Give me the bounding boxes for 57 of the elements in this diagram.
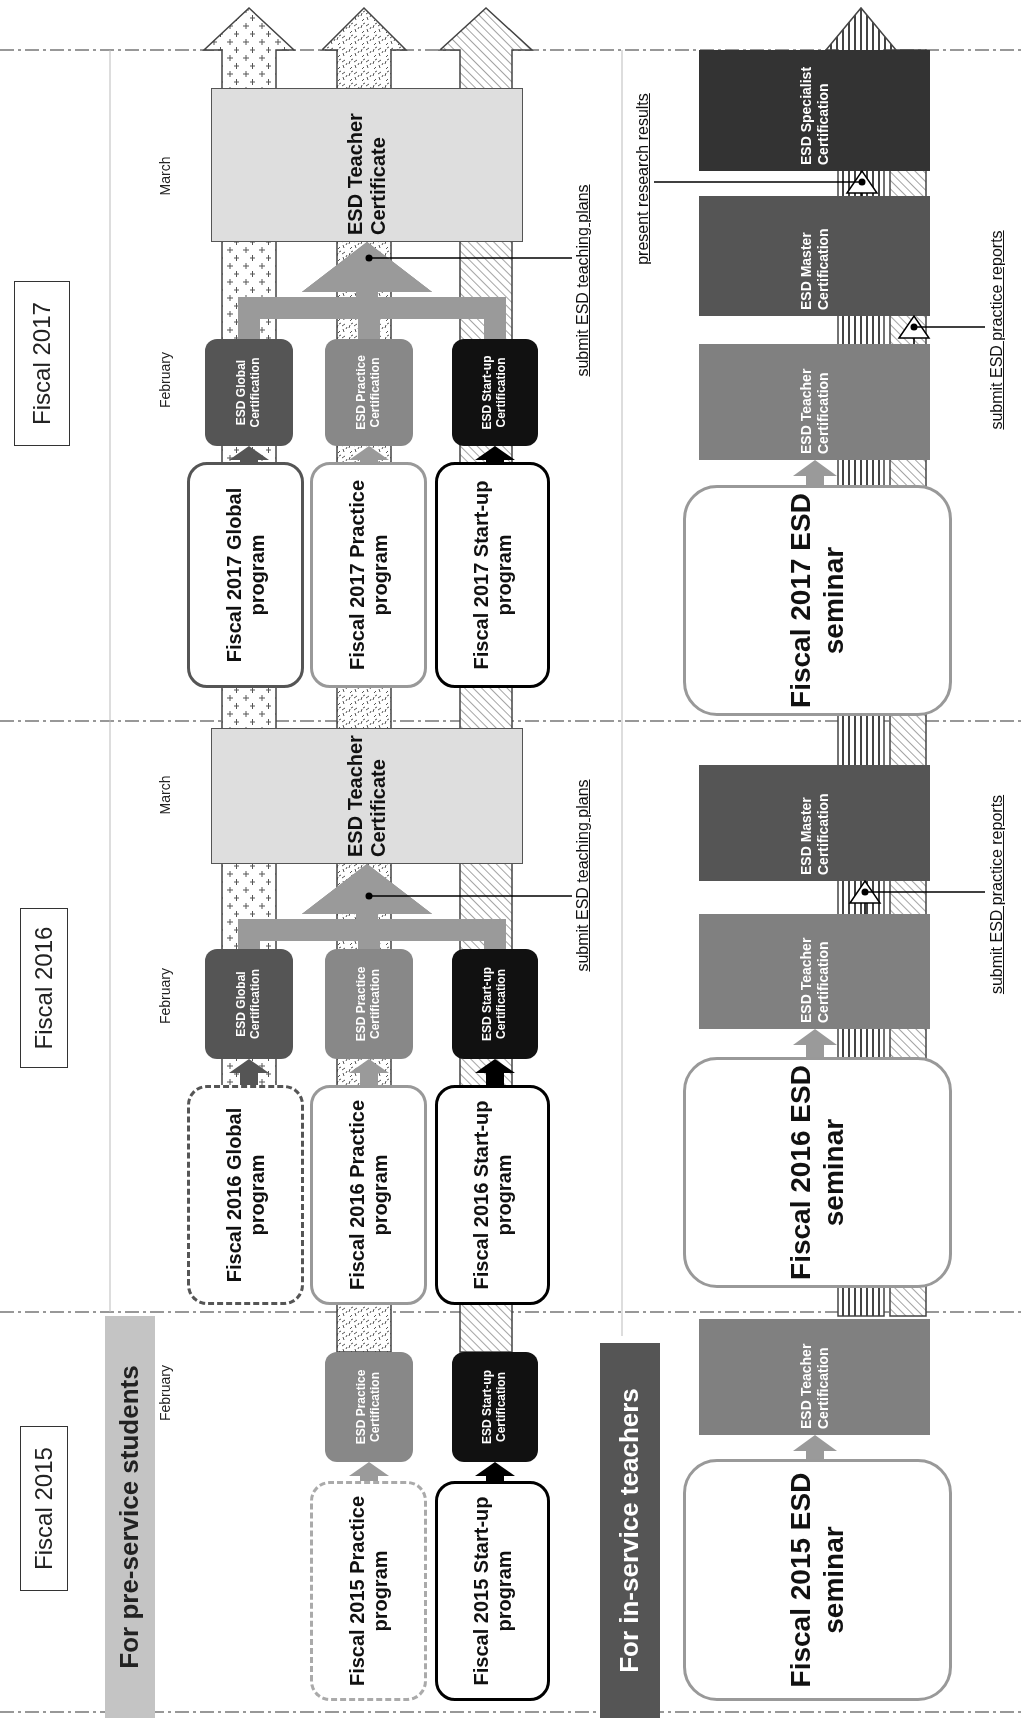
certification-box: ESD Practice Certification (325, 339, 413, 446)
certification-box: ESD Practice Certification (325, 949, 413, 1059)
program-box: Fiscal 2016 Start-up program (435, 1085, 550, 1305)
program-box: Fiscal 2015 Practice program (310, 1481, 427, 1701)
merge-arrow (302, 242, 506, 339)
arrow (475, 1462, 515, 1481)
certification-box: ESD Practice Certification (325, 1352, 413, 1462)
month-label: February (157, 968, 173, 1024)
program-box: Fiscal 2016 Practice program (310, 1085, 427, 1305)
month-label: February (157, 352, 173, 408)
arrow (349, 1462, 389, 1481)
arrow (229, 1059, 269, 1085)
arrow (475, 1059, 515, 1085)
arrow (793, 1029, 837, 1057)
leader-line (365, 892, 573, 900)
year-heading: Fiscal 2016 (20, 908, 68, 1068)
arrow (849, 880, 881, 915)
year-heading: Fiscal 2015 (20, 1426, 68, 1591)
certificate-box: ESD Teacher Certificate (211, 728, 523, 864)
arrow (793, 1435, 837, 1459)
certificate-box: ESD Teacher Certificate (211, 88, 523, 242)
arrow (846, 170, 878, 197)
certification-box: ESD Teacher Certification (699, 914, 930, 1029)
arrow (229, 446, 269, 462)
leader-line (861, 888, 986, 896)
program-box: Fiscal 2017 Start-up program (435, 462, 550, 688)
month-label: March (157, 775, 173, 815)
certification-box: ESD Start-up Certification (452, 949, 538, 1059)
seminar-box: Fiscal 2015 ESD seminar (683, 1459, 952, 1701)
month-label: March (157, 156, 173, 196)
certification-box: ESD Specialist Certification (699, 50, 930, 171)
certification-box: ESD Start-up Certification (452, 1352, 538, 1462)
leader-line (653, 178, 866, 186)
year-heading: Fiscal 2017 (14, 281, 70, 446)
merge-arrow (302, 864, 506, 949)
certification-box: ESD Global Certification (205, 339, 293, 446)
leader-line (910, 323, 986, 331)
certification-box: ESD Global Certification (205, 949, 293, 1059)
program-box: Fiscal 2017 Practice program (310, 462, 427, 688)
program-box: Fiscal 2016 Global program (187, 1085, 304, 1305)
section-banner: For in-service teachers (600, 1343, 660, 1718)
arrow (475, 446, 515, 462)
leader-line (365, 254, 573, 262)
certification-box: ESD Teacher Certification (699, 344, 930, 460)
program-box: Fiscal 2017 Global program (187, 462, 304, 688)
certification-box: ESD Master Certification (699, 196, 930, 316)
certification-box: ESD Teacher Certification (699, 1319, 930, 1435)
seminar-box: Fiscal 2017 ESD seminar (683, 485, 952, 716)
arrow (349, 446, 389, 462)
seminar-box: Fiscal 2016 ESD seminar (683, 1057, 952, 1288)
section-banner: For pre-service students (105, 1316, 155, 1718)
certification-box: ESD Master Certification (699, 765, 930, 881)
arrow (898, 315, 930, 345)
arrow (793, 460, 837, 485)
arrow (349, 1059, 389, 1085)
certification-box: ESD Start-up Certification (452, 339, 538, 446)
program-box: Fiscal 2015 Start-up program (435, 1481, 550, 1701)
